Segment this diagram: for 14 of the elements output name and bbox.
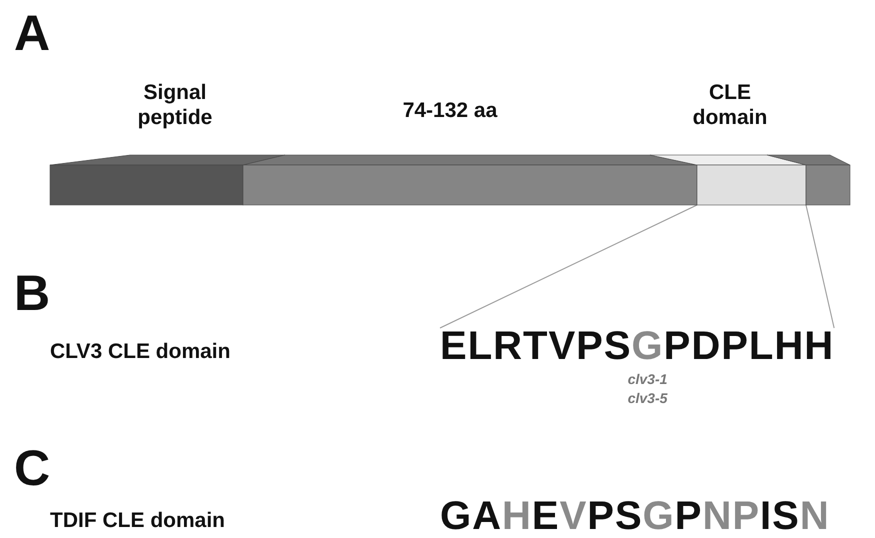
mutation-label: clv3-1 (628, 371, 668, 387)
segment-label: CLE domain (692, 80, 768, 130)
mutation-label: clv3-5 (628, 390, 668, 406)
panel-letter: A (14, 8, 50, 58)
segment-label: Signal peptide (136, 80, 214, 130)
leader-line (806, 204, 835, 328)
sequence-name: CLV3 CLE domain (50, 340, 230, 364)
segment-label: 74-132 aa (402, 98, 498, 124)
amino-acid-sequence: GAHEVPSGPNPISN (440, 496, 830, 536)
panel-letter: C (14, 443, 50, 493)
leader-line (440, 204, 698, 328)
panel-letter: B (14, 268, 50, 318)
amino-acid-sequence: ELRTVPSGPDPLHH (440, 326, 834, 366)
sequence-name: TDIF CLE domain (50, 509, 225, 533)
